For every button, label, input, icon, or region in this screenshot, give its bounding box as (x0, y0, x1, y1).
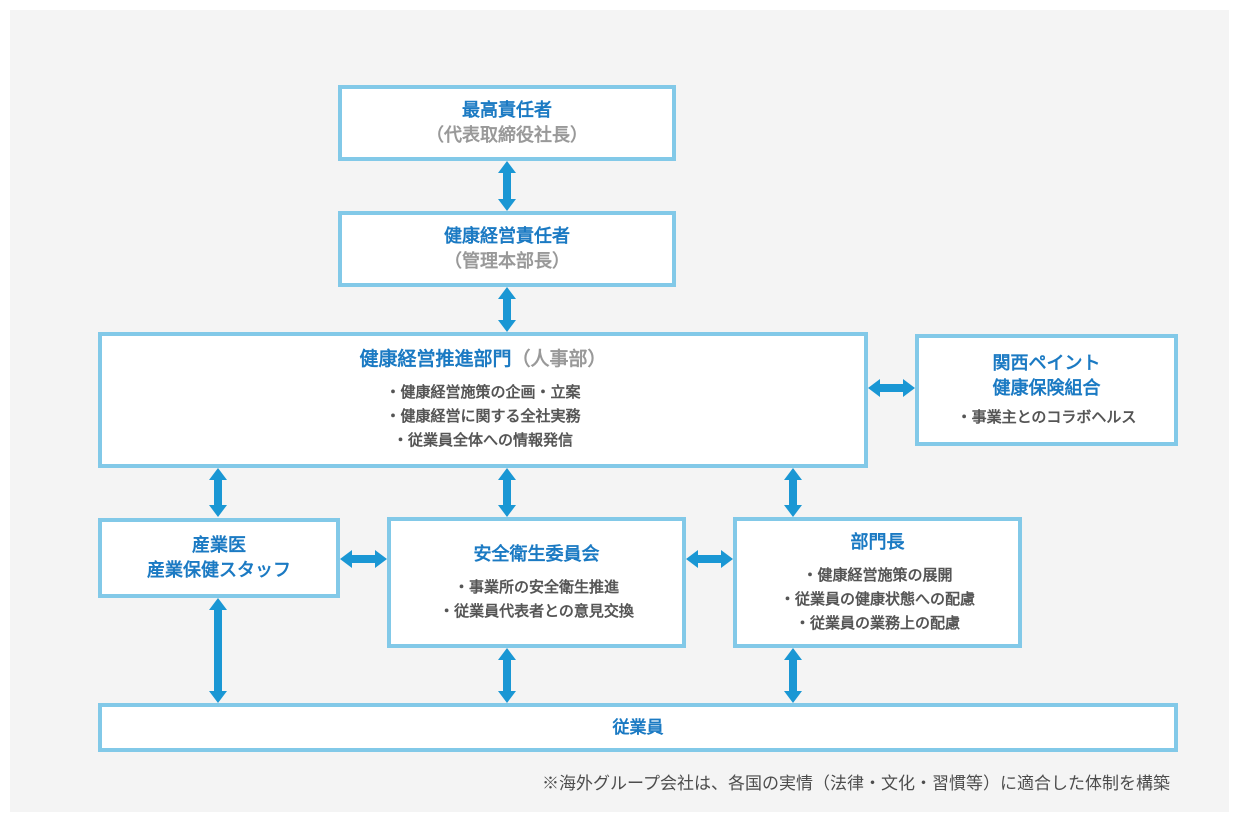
double-arrow-officer-dept (498, 287, 516, 332)
promotion-dept-title: 健康経営推進部門 (359, 349, 512, 370)
insurance-union-title-line2: 健康保険組合 (992, 377, 1101, 398)
bullet-item: ・健康経営に関する全社実務 (385, 408, 581, 425)
double-arrow-dept-occupational (209, 468, 227, 517)
bullet-item: ・健康経営施策の企画・立案 (385, 384, 581, 401)
double-arrow-occupational-safety (340, 550, 387, 568)
bullet-item: ・従業員の業務上の配慮 (794, 614, 960, 632)
box-top-officer: 最高責任者 （代表取締役社長） (338, 85, 676, 161)
department-head-bullets: ・健康経営施策の展開 ・従業員の健康状態への配慮 ・従業員の業務上の配慮 (780, 564, 975, 636)
box-occupational-health-staff: 産業医 産業保健スタッフ (98, 518, 340, 598)
org-chart-panel: 最高責任者 （代表取締役社長） 健康経営責任者 （管理本部長） 健康経営推進部門… (10, 10, 1229, 812)
top-officer-subtitle: （代表取締役社長） (426, 125, 588, 145)
promotion-dept-subtitle: （人事部） (511, 349, 607, 370)
bullet-item: ・事業所の安全衛生推進 (453, 578, 619, 596)
box-insurance-union: 関西ペイント 健康保険組合 ・事業主とのコラボヘルス (915, 334, 1178, 446)
bullet-item: ・従業員の健康状態への配慮 (779, 590, 975, 608)
box-department-head: 部門長 ・健康経営施策の展開 ・従業員の健康状態への配慮 ・従業員の業務上の配慮 (733, 517, 1022, 648)
box-employees: 従業員 (98, 703, 1178, 752)
safety-committee-bullets: ・事業所の安全衛生推進 ・従業員代表者との意見交換 (439, 576, 634, 624)
double-arrow-department-head-employees (784, 648, 802, 703)
double-arrow-dept-safety (498, 468, 516, 517)
promotion-dept-bullets: ・健康経営施策の企画・立案 ・健康経営に関する全社実務 ・従業員全体への情報発信 (385, 381, 580, 453)
box-health-officer: 健康経営責任者 （管理本部長） (338, 211, 676, 287)
box-promotion-dept: 健康経営推進部門 （人事部） ・健康経営施策の企画・立案 ・健康経営に関する全社… (98, 332, 868, 468)
bullet-item: ・従業員全体への情報発信 (392, 432, 573, 449)
insurance-union-title-line1: 関西ペイント (992, 352, 1101, 373)
employees-title: 従業員 (612, 718, 664, 737)
bullet-item: ・健康経営施策の展開 (802, 566, 953, 584)
bullet-item: ・従業員代表者との意見交換 (439, 602, 634, 620)
top-officer-title: 最高責任者 (462, 100, 552, 120)
occupational-health-title-line2: 産業保健スタッフ (147, 560, 291, 580)
double-arrow-safety-department-head (686, 550, 733, 568)
occupational-health-title-line1: 産業医 (192, 535, 246, 555)
double-arrow-dept-department-head (784, 468, 802, 517)
health-officer-subtitle: （管理本部長） (444, 251, 570, 271)
department-head-title: 部門長 (850, 531, 905, 552)
insurance-union-bullets: ・事業主とのコラボヘルス (957, 406, 1137, 430)
double-arrow-occupational-employees (209, 598, 227, 703)
double-arrow-ceo-officer (498, 161, 516, 211)
box-safety-committee: 安全衛生委員会 ・事業所の安全衛生推進 ・従業員代表者との意見交換 (387, 517, 686, 648)
footnote-overseas-group: ※海外グループ会社は、各国の実情（法律・文化・習慣等）に適合した体制を構築 (542, 774, 1170, 793)
safety-committee-title: 安全衛生委員会 (473, 543, 600, 564)
double-arrow-safety-employees (498, 648, 516, 703)
health-officer-title: 健康経営責任者 (444, 226, 570, 246)
promotion-dept-title-row: 健康経営推進部門 （人事部） (359, 347, 606, 372)
bullet-item: ・事業主とのコラボヘルス (956, 408, 1137, 426)
double-arrow-dept-insurance-union (868, 379, 915, 397)
